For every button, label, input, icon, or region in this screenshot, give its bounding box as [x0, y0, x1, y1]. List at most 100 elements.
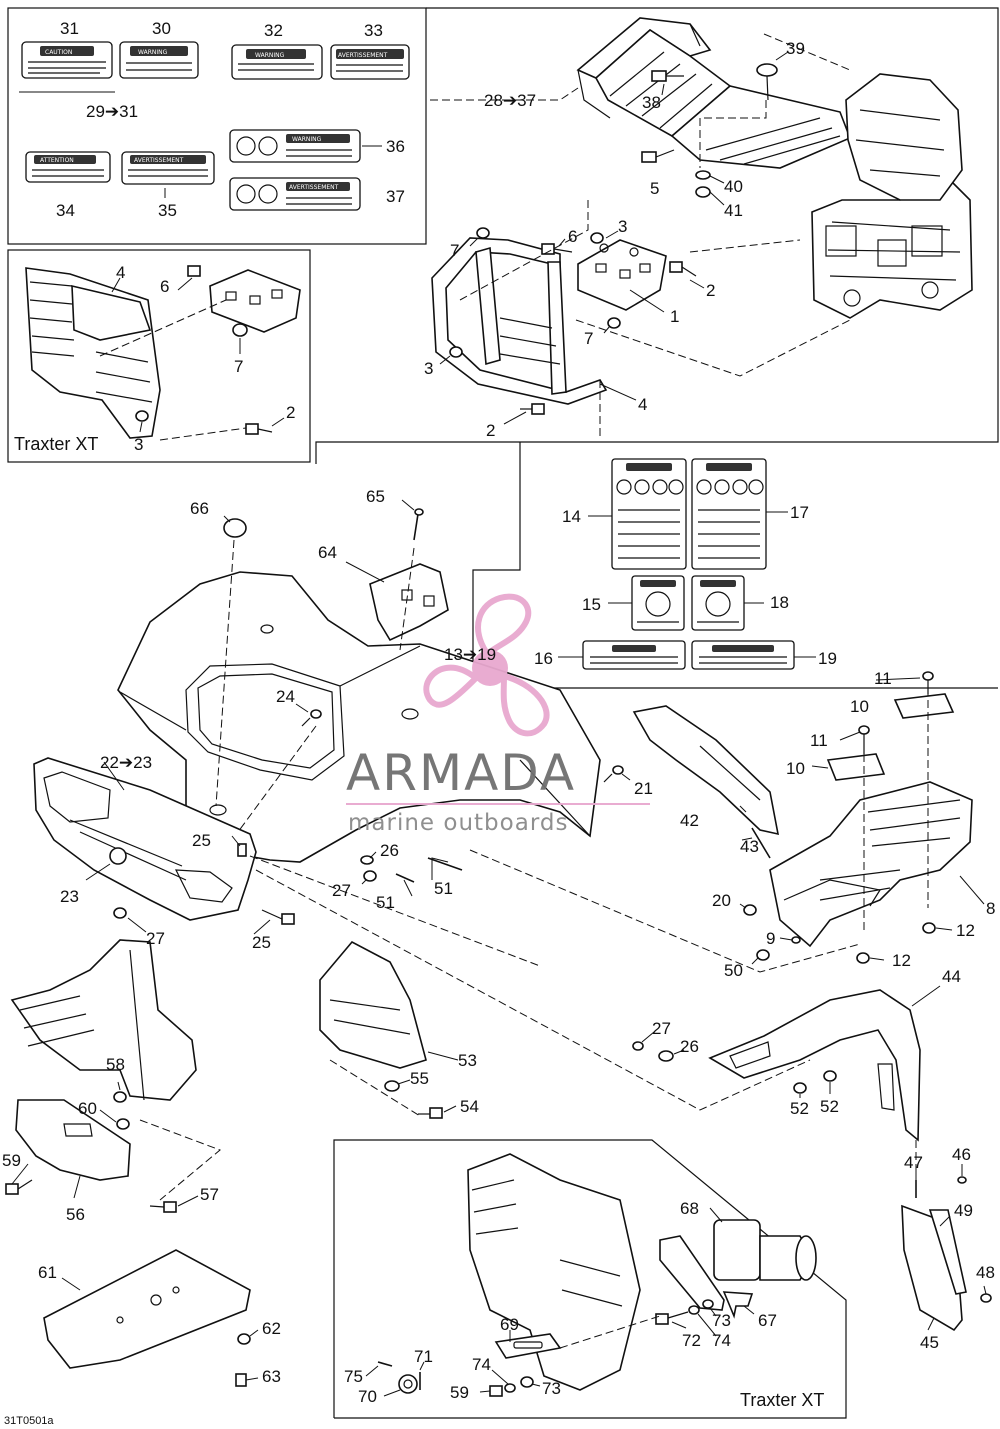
callout-labels: 31 30 32 33 29➔31 36 34 35 37 28➔37 38 3…	[2, 19, 995, 1427]
washer-3-rear	[590, 232, 604, 244]
callout-50: 50	[724, 961, 743, 980]
callout-48: 48	[976, 1263, 995, 1282]
screw-25-lower	[261, 909, 295, 925]
callout-23: 23	[60, 887, 79, 906]
callout-55: 55	[410, 1069, 429, 1088]
callout-72: 72	[682, 1331, 701, 1350]
callout-49: 49	[954, 1201, 973, 1220]
callout-75: 75	[344, 1367, 363, 1386]
bolt-59-winch	[489, 1385, 503, 1397]
bolt-2-rear-right	[669, 261, 697, 277]
callout-3-rear-left: 3	[424, 359, 433, 378]
decal-18	[691, 575, 745, 631]
decal-mid-inset-box	[472, 442, 998, 689]
fastener-38	[651, 70, 684, 82]
traxter-xt-rack-inset-box	[7, 249, 311, 463]
callout-68: 68	[680, 1199, 699, 1218]
front-bumper-22	[33, 757, 257, 921]
callout-52-left: 52	[790, 1099, 809, 1118]
traxter-xt-label-top: Traxter XT	[14, 434, 98, 454]
decal-35: AVERTISSEMENT	[121, 151, 215, 185]
callout-54: 54	[460, 1097, 479, 1116]
washer-74-upper	[688, 1305, 700, 1315]
winch-68	[713, 1219, 817, 1281]
callout-47: 47	[904, 1153, 923, 1172]
callout-57: 57	[200, 1185, 219, 1204]
screw-65	[413, 508, 424, 541]
rear-bumper-4	[431, 237, 608, 405]
rivet-51-left	[395, 873, 415, 883]
svg-text:CAUTION: CAUTION	[45, 49, 72, 56]
callout-5: 5	[650, 179, 659, 198]
bolt-54	[418, 1107, 443, 1119]
nut-3-rear-left	[449, 346, 463, 358]
traxter-bolt-2	[245, 423, 273, 435]
washer-55	[384, 1080, 400, 1092]
nut-12-right	[922, 922, 936, 934]
traxter-bolt-6	[187, 265, 201, 277]
callout-69: 69	[500, 1315, 519, 1334]
callout-63: 63	[262, 1367, 281, 1386]
rivet-46	[957, 1176, 967, 1184]
callout-30: 30	[152, 19, 171, 38]
skid-plate-53	[319, 940, 427, 1069]
decal-32: WARNING	[231, 44, 323, 80]
bracket-1	[577, 239, 667, 311]
nut-27-bumper	[113, 907, 127, 919]
callout-3-traxter: 3	[134, 435, 143, 454]
callout-12-right: 12	[956, 921, 975, 940]
decal-37: AVERTISSEMENT	[229, 177, 361, 211]
washer-26-rear	[658, 1050, 674, 1062]
svg-text:AVERTISSEMENT: AVERTISSEMENT	[289, 184, 339, 191]
footrest-8	[769, 781, 973, 948]
callout-59-winch: 59	[450, 1383, 469, 1402]
callout-65: 65	[366, 487, 385, 506]
emblem-23	[109, 847, 127, 865]
nut-27-rear	[632, 1041, 644, 1051]
callout-6-rear: 6	[568, 227, 577, 246]
callout-51-left: 51	[376, 893, 395, 912]
callout-7-rear-right: 7	[584, 329, 593, 348]
callout-18: 18	[770, 593, 789, 612]
clip-49	[928, 1209, 967, 1295]
callout-58: 58	[106, 1055, 125, 1074]
callout-1: 1	[670, 307, 679, 326]
watermark-tagline: marine outboards	[348, 810, 568, 836]
rear-rack	[576, 17, 852, 169]
callout-61: 61	[38, 1263, 57, 1282]
callout-39: 39	[786, 39, 805, 58]
callout-15: 15	[582, 595, 601, 614]
callout-36: 36	[386, 137, 405, 156]
callout-27-bumper: 27	[146, 929, 165, 948]
callout-26-rear: 26	[680, 1037, 699, 1056]
callout-27-rear: 27	[652, 1019, 671, 1038]
front-rack-lower	[10, 939, 197, 1101]
callout-9: 9	[766, 929, 775, 948]
propeller-logo	[423, 593, 550, 737]
callout-46: 46	[952, 1145, 971, 1164]
front-skid-56	[15, 1099, 131, 1181]
decal-14	[611, 458, 687, 570]
callout-20: 20	[712, 891, 731, 910]
decal-17	[691, 458, 767, 570]
svg-text:WARNING: WARNING	[138, 49, 168, 56]
washer-52-right	[823, 1070, 837, 1082]
traxter-nut-7	[232, 323, 248, 337]
callout-51-right: 51	[434, 879, 453, 898]
callout-70: 70	[358, 1387, 377, 1406]
callout-26: 26	[380, 841, 399, 860]
callout-27: 27	[332, 881, 351, 900]
callout-35: 35	[158, 201, 177, 220]
callout-41: 41	[724, 201, 743, 220]
callout-3-rear: 3	[618, 217, 627, 236]
callout-45: 45	[920, 1333, 939, 1352]
nut-27	[363, 870, 377, 882]
callout-12-center: 12	[892, 951, 911, 970]
callout-73-lower: 73	[542, 1379, 561, 1398]
nut-73-upper	[702, 1299, 714, 1309]
callout-64: 64	[318, 543, 337, 562]
callout-43: 43	[740, 837, 759, 856]
callout-17: 17	[790, 503, 809, 522]
decal-33: AVERTISSEMENT	[330, 44, 410, 80]
callout-66: 66	[190, 499, 209, 518]
